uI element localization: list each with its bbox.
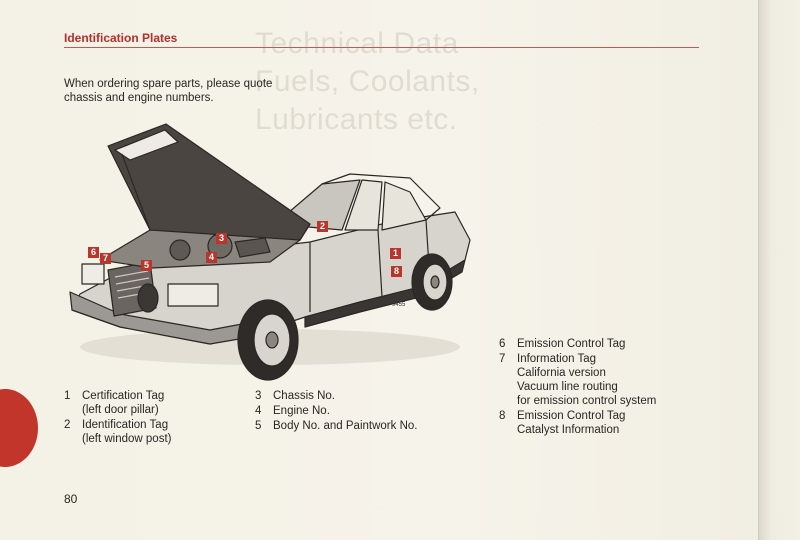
legend-item: 2 Identification Tag (left window post) <box>64 418 171 446</box>
legend-right: 6 Emission Control Tag 7 Information Tag… <box>499 337 656 438</box>
show-through-line: Fuels, Coolants, <box>255 63 480 101</box>
legend-number: 2 <box>64 418 82 446</box>
legend-number: 4 <box>255 404 273 418</box>
section-title: Identification Plates <box>64 31 177 45</box>
legend-middle: 3 Chassis No. 4 Engine No. 5 Body No. an… <box>255 389 417 434</box>
legend-line: Information Tag <box>517 352 656 366</box>
legend-line: (left door pillar) <box>82 403 164 417</box>
legend-line: Emission Control Tag <box>517 337 625 351</box>
legend-line: for emission control system <box>517 394 656 408</box>
legend-item: 5 Body No. and Paintwork No. <box>255 419 417 433</box>
legend-number: 3 <box>255 389 273 403</box>
title-rule <box>64 47 699 48</box>
legend-left: 1 Certification Tag (left door pillar) 2… <box>64 389 171 447</box>
callout-marker: 7 <box>100 253 111 264</box>
legend-line: California version <box>517 366 656 380</box>
callout-marker: 8 <box>391 266 402 277</box>
callout-marker: 1 <box>390 248 401 259</box>
legend-line: Identification Tag <box>82 418 171 432</box>
callout-marker: 3 <box>216 233 227 244</box>
legend-line: Certification Tag <box>82 389 164 403</box>
legend-line: Vacuum line routing <box>517 380 656 394</box>
legend-item: 6 Emission Control Tag <box>499 337 656 351</box>
callout-marker: 2 <box>317 221 328 232</box>
callout-marker: 4 <box>206 252 217 263</box>
callout-marker: 6 <box>88 247 99 258</box>
legend-number: 7 <box>499 352 517 408</box>
show-through-line: Technical Data <box>255 25 480 63</box>
legend-number: 8 <box>499 409 517 437</box>
legend-number: 5 <box>255 419 273 433</box>
legend-line: (left window post) <box>82 432 171 446</box>
figure-code: 9455 <box>392 302 405 308</box>
legend-item: 8 Emission Control Tag Catalyst Informat… <box>499 409 656 437</box>
legend-item: 4 Engine No. <box>255 404 417 418</box>
car-illustration <box>60 112 480 387</box>
legend-item: 3 Chassis No. <box>255 389 417 403</box>
callout-marker: 5 <box>141 260 152 271</box>
legend-line: Body No. and Paintwork No. <box>273 419 417 433</box>
intro-text: When ordering spare parts, please quote … <box>64 77 284 105</box>
legend-line: Chassis No. <box>273 389 335 403</box>
adjacent-page-edge <box>758 0 800 540</box>
legend-line: Catalyst Information <box>517 423 625 437</box>
legend-line: Engine No. <box>273 404 330 418</box>
legend-number: 6 <box>499 337 517 351</box>
legend-item: 1 Certification Tag (left door pillar) <box>64 389 171 417</box>
legend-item: 7 Information Tag California version Vac… <box>499 352 656 408</box>
legend-line: Emission Control Tag <box>517 409 625 423</box>
legend-number: 1 <box>64 389 82 417</box>
page-number: 80 <box>64 492 77 506</box>
